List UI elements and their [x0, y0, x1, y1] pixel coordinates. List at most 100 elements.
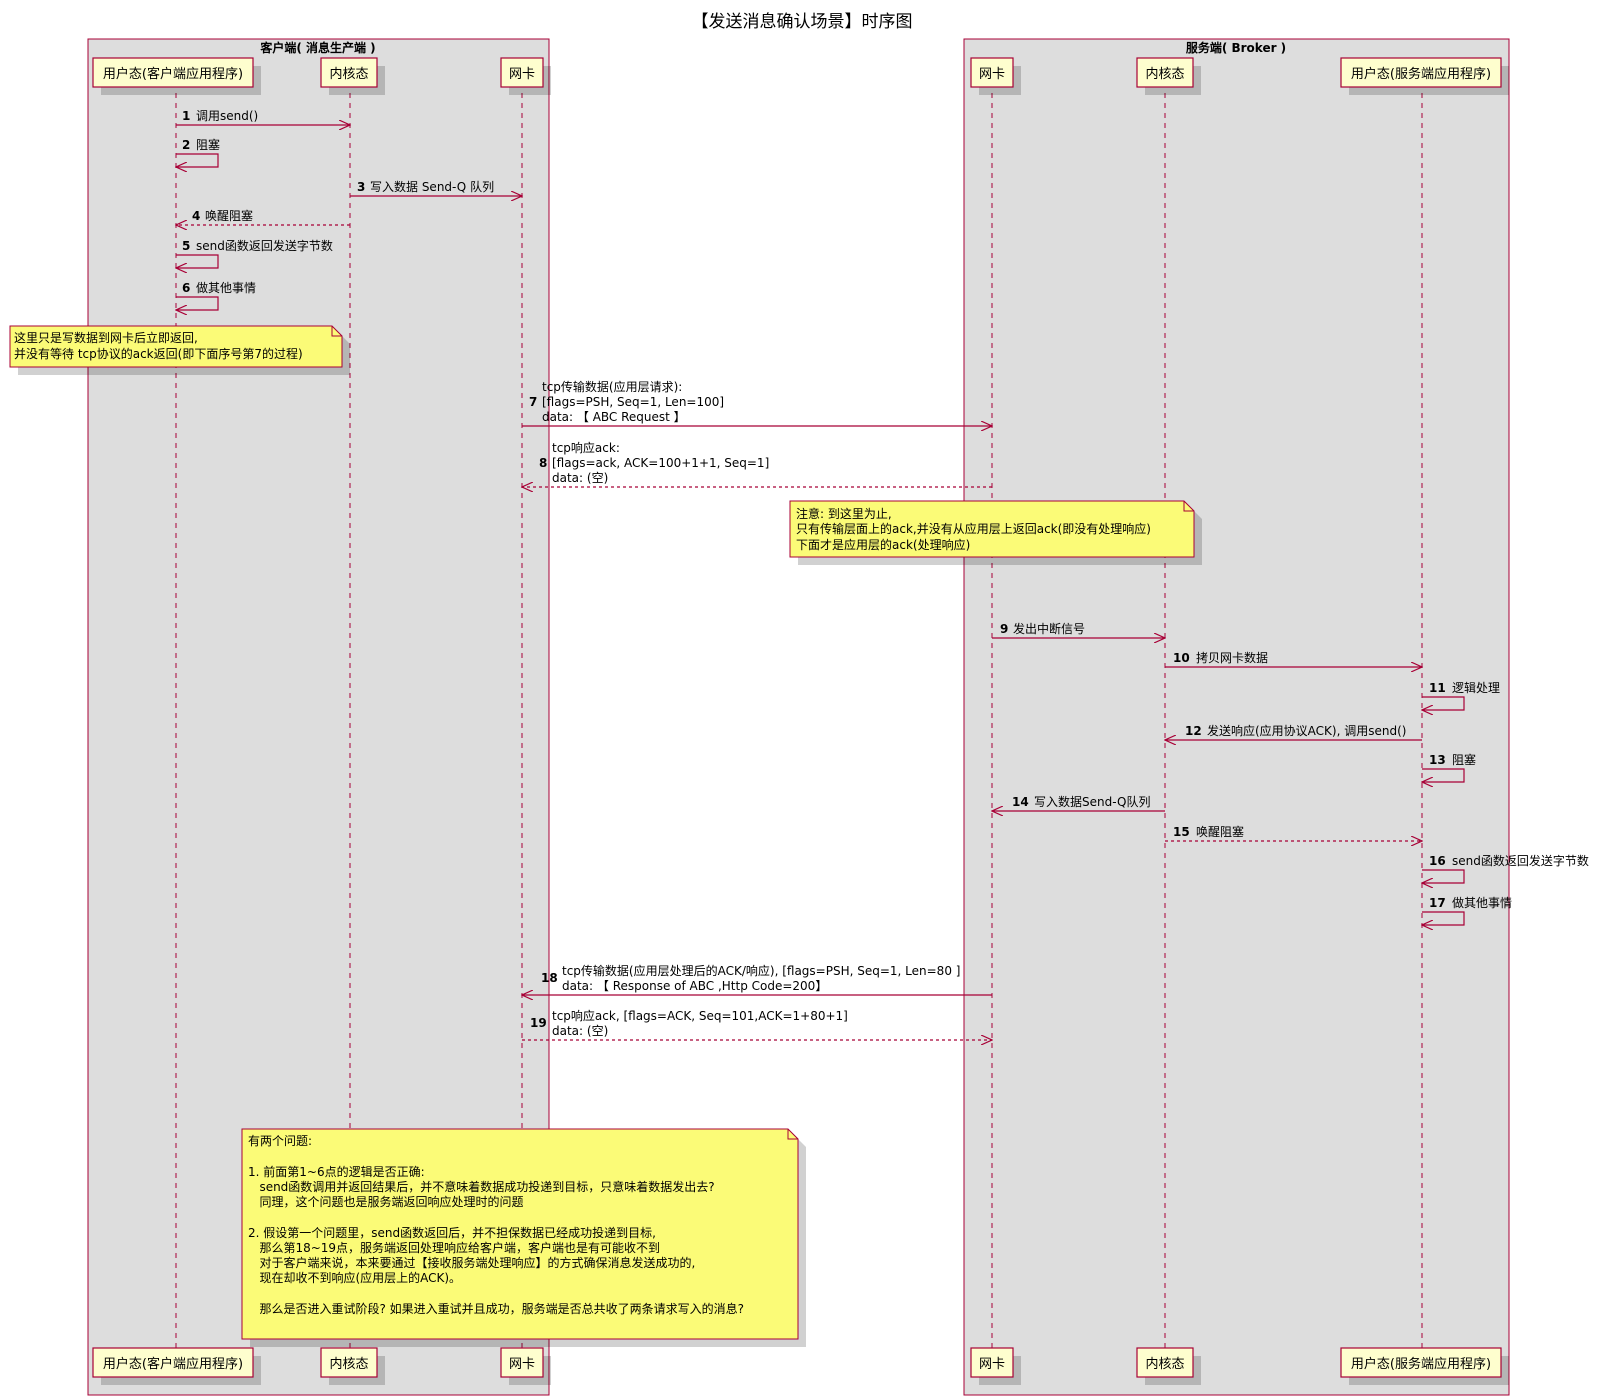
message-text: data: 【 ABC Request 】: [542, 410, 686, 424]
message-number: 8: [539, 456, 547, 470]
message-number: 19: [530, 1016, 547, 1030]
participant-server-kernel-bottom: 内核态: [1136, 1347, 1201, 1385]
client-box-label: 客户端( 消息生产端 ): [259, 40, 375, 55]
participant-client-kernel-bottom: 内核态: [320, 1347, 385, 1385]
message-number: 13: [1429, 753, 1446, 767]
message-9: 9 发出中断信号: [992, 621, 1165, 638]
message-13: 13 阻塞: [1422, 752, 1476, 782]
note-text: 有两个问题:: [248, 1134, 312, 1148]
participant-label: 内核态: [329, 1356, 368, 1372]
message-11: 11 逻辑处理: [1422, 681, 1500, 710]
message-4: 4 唤醒阻塞: [176, 208, 350, 225]
participant-client-nic-bottom: 网卡: [500, 1347, 551, 1385]
message-8: 8 tcp响应ack: [flags=ack, ACK=100+1+1, Seq…: [522, 440, 992, 487]
participant-client-nic: 网卡: [500, 57, 551, 95]
message-text: 唤醒阻塞: [205, 208, 253, 223]
message-text: 阻塞: [196, 137, 220, 152]
participant-server-kernel: 内核态: [1136, 57, 1201, 95]
message-18: 18 tcp传输数据(应用层处理后的ACK/响应), [flags=PSH, S…: [522, 963, 992, 995]
note-text: 并没有等待 tcp协议的ack返回(即下面序号第7的过程): [14, 346, 303, 361]
messages: 1 调用send() 2 阻塞 3 写入数据 Send-Q 队列 4 唤醒阻塞 …: [176, 109, 1589, 1040]
message-text: 做其他事情: [1452, 895, 1512, 910]
message-text: send函数返回发送字节数: [1452, 853, 1589, 868]
message-number: 18: [541, 971, 558, 985]
participant-label: 内核态: [329, 66, 368, 82]
message-12: 12 发送响应(应用协议ACK), 调用send(): [1165, 723, 1422, 740]
participant-label: 网卡: [509, 67, 535, 82]
participant-label: 用户态(客户端应用程序): [103, 1356, 243, 1372]
note-text: 下面才是应用层的ack(处理响应): [796, 537, 970, 552]
message-text: data: (空): [552, 471, 608, 485]
message-text: [flags=PSH, Seq=1, Len=100]: [542, 395, 724, 409]
participant-label: 内核态: [1145, 1356, 1184, 1372]
participant-client-user-bottom: 用户态(客户端应用程序): [92, 1347, 261, 1385]
message-number: 7: [529, 395, 537, 409]
participant-label: 网卡: [979, 67, 1005, 82]
message-number: 17: [1429, 896, 1446, 910]
note-client-return: 这里只是写数据到网卡后立即返回, 并没有等待 tcp协议的ack返回(即下面序号…: [9, 325, 350, 375]
note-text: send函数调用并返回结果后，并不意味着数据成功投递到目标，只意味着数据发出去?: [248, 1179, 715, 1194]
participant-label: 用户态(客户端应用程序): [103, 66, 243, 82]
message-number: 15: [1173, 825, 1190, 839]
message-5: 5 send函数返回发送字节数: [176, 238, 333, 268]
message-17: 17 做其他事情: [1422, 895, 1512, 925]
message-14: 14 写入数据Send-Q队列: [992, 794, 1165, 811]
message-text: tcp传输数据(应用层请求):: [542, 379, 682, 394]
message-2: 2 阻塞: [176, 137, 220, 167]
message-text: 阻塞: [1452, 752, 1476, 767]
note-text: 那么是否进入重试阶段? 如果进入重试并且成功，服务端是否总共收了两条请求写入的消…: [248, 1301, 744, 1316]
message-number: 2: [182, 138, 190, 152]
message-text: 做其他事情: [196, 280, 256, 295]
message-text: data: (空): [552, 1024, 608, 1038]
message-16: 16 send函数返回发送字节数: [1422, 853, 1589, 883]
note-text: 2. 假设第一个问题里，send函数返回后，并不担保数据已经成功投递到目标,: [248, 1225, 656, 1240]
message-6: 6 做其他事情: [176, 280, 256, 310]
message-text: send函数返回发送字节数: [196, 238, 333, 253]
message-text: 调用send(): [196, 109, 258, 123]
participant-server-user: 用户态(服务端应用程序): [1340, 57, 1509, 95]
message-text: tcp响应ack, [flags=ACK, Seq=101,ACK=1+80+1…: [552, 1008, 848, 1023]
message-number: 5: [182, 239, 190, 253]
participant-client-kernel: 内核态: [320, 57, 385, 95]
message-text: data: 【 Response of ABC ,Http Code=200】: [562, 979, 827, 993]
diagram-title: 【发送消息确认场景】时序图: [692, 12, 913, 32]
message-number: 1: [182, 109, 190, 123]
message-number: 11: [1429, 681, 1446, 695]
message-number: 6: [182, 281, 190, 295]
participant-server-nic: 网卡: [970, 57, 1021, 95]
note-questions: 有两个问题: 1. 前面第1~6点的逻辑是否正确: send函数调用并返回结果后…: [241, 1128, 806, 1347]
message-number: 16: [1429, 854, 1446, 868]
message-number: 10: [1173, 651, 1190, 665]
participant-server-nic-bottom: 网卡: [970, 1347, 1021, 1385]
note-text: 注意: 到这里为止,: [796, 506, 892, 521]
message-1: 1 调用send(): [176, 109, 350, 125]
participant-label: 用户态(服务端应用程序): [1351, 1356, 1491, 1372]
message-number: 4: [192, 209, 200, 223]
message-10: 10 拷贝网卡数据: [1165, 650, 1422, 667]
message-text: 发出中断信号: [1013, 621, 1085, 636]
message-text: tcp响应ack:: [552, 440, 620, 455]
note-text: 那么第18~19点，服务端返回处理响应给客户端，客户端也是有可能收不到: [248, 1240, 660, 1255]
participant-label: 网卡: [979, 1357, 1005, 1372]
note-text: 这里只是写数据到网卡后立即返回,: [14, 330, 198, 345]
note-text: 对于客户端来说，本来要通过【接收服务端处理响应】的方式确保消息发送成功的,: [248, 1255, 695, 1270]
participant-label: 内核态: [1145, 66, 1184, 82]
participant-label: 用户态(服务端应用程序): [1351, 66, 1491, 82]
message-19: 19 tcp响应ack, [flags=ACK, Seq=101,ACK=1+8…: [522, 1008, 992, 1040]
message-15: 15 唤醒阻塞: [1165, 824, 1422, 841]
server-box: 服务端( Broker ): [963, 38, 1510, 1396]
note-text: 同理，这个问题也是服务端返回响应处理时的问题: [248, 1194, 523, 1209]
participant-client-user: 用户态(客户端应用程序): [92, 57, 261, 95]
note-text: 只有传输层面上的ack,并没有从应用层上返回ack(即没有处理响应): [796, 521, 1151, 536]
message-text: 发送响应(应用协议ACK), 调用send(): [1207, 723, 1406, 738]
message-number: 12: [1185, 724, 1202, 738]
message-text: tcp传输数据(应用层处理后的ACK/响应), [flags=PSH, Seq=…: [562, 963, 960, 978]
message-text: 唤醒阻塞: [1196, 824, 1244, 839]
message-text: 写入数据 Send-Q 队列: [370, 179, 494, 194]
message-text: 拷贝网卡数据: [1196, 650, 1268, 665]
message-text: 逻辑处理: [1452, 681, 1500, 695]
message-number: 14: [1012, 795, 1029, 809]
message-text: [flags=ack, ACK=100+1+1, Seq=1]: [552, 456, 769, 470]
note-text: 现在却收不到响应(应用层上的ACK)。: [248, 1270, 461, 1285]
